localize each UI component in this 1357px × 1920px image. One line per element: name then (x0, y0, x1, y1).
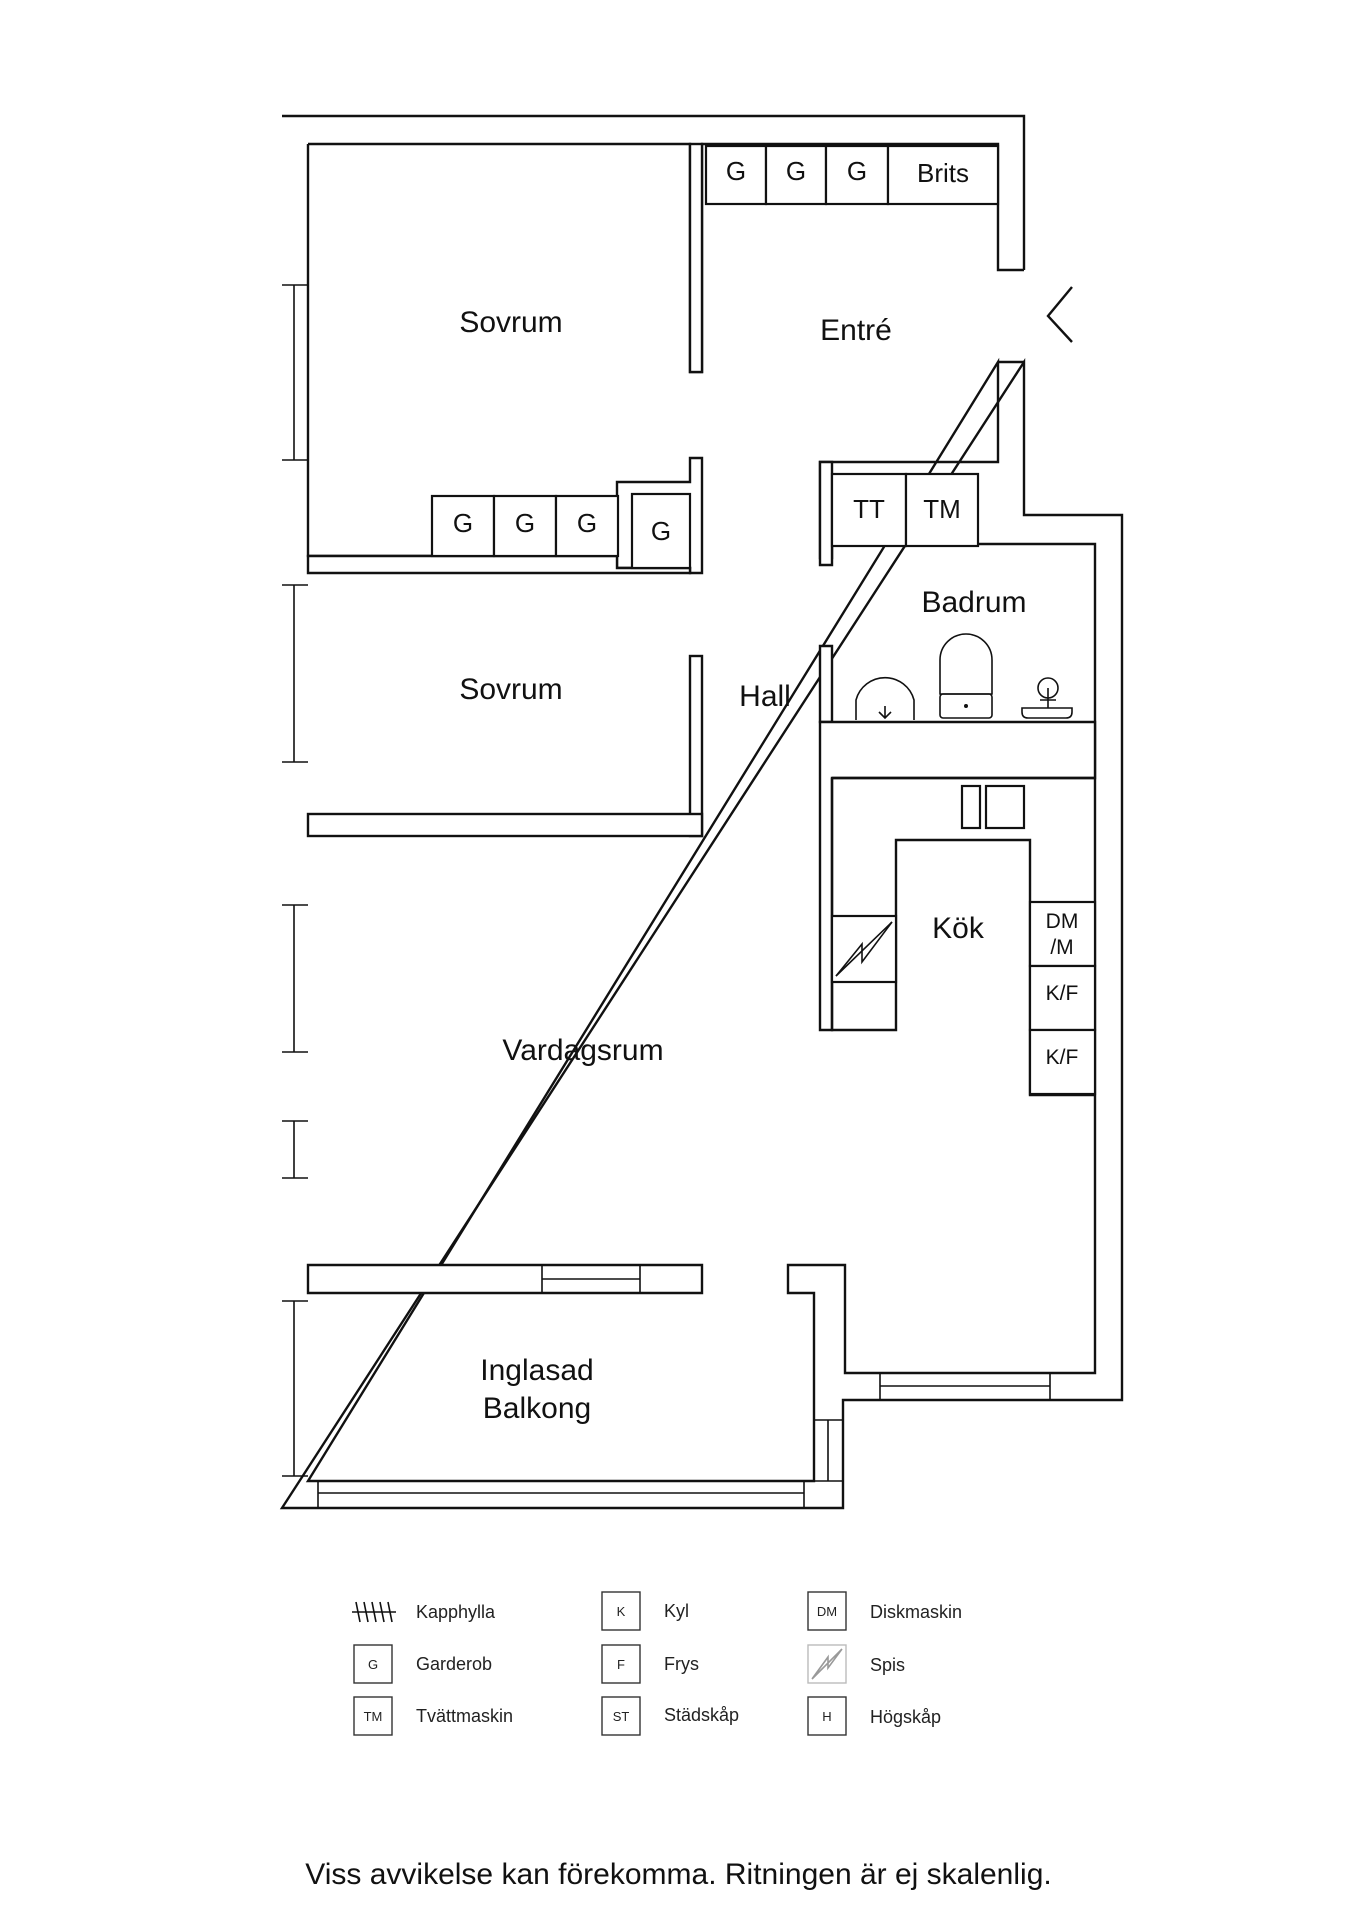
legend-label: Garderob (416, 1654, 492, 1674)
room-label-entre: Entré (820, 314, 892, 347)
stove-icon (835, 921, 893, 977)
legend-label: Städskåp (664, 1705, 739, 1725)
legend-item-kyl: K Kyl (601, 1591, 689, 1631)
dishwasher-label: DM (1046, 910, 1079, 933)
legend-code: DM (817, 1604, 837, 1619)
legend-code: ST (613, 1709, 630, 1724)
legend-item-garderob: G Garderob (353, 1644, 492, 1684)
stove-icon (811, 1648, 843, 1680)
room-labels: Sovrum Entré Sovrum Hall Badrum Kök Vard… (459, 306, 1026, 1425)
legend-label: Diskmaskin (870, 1602, 962, 1622)
coat-rack-icon (352, 1601, 396, 1623)
legend-label: Högskåp (870, 1707, 941, 1727)
wardrobe-label: G (726, 156, 746, 186)
legend-code: F (617, 1657, 625, 1672)
disclaimer-text: Viss avvikelse kan förekomma. Ritningen … (305, 1858, 1052, 1891)
legend-label: Spis (870, 1655, 905, 1675)
legend-item-tvattmaskin: TM Tvättmaskin (353, 1696, 513, 1736)
room-label-sovrum-top: Sovrum (459, 306, 562, 339)
legend-code: G (368, 1657, 378, 1672)
legend-code: K (617, 1604, 626, 1619)
bedroom-wardrobes (430, 492, 692, 570)
room-label-badrum: Badrum (921, 586, 1026, 619)
room-label-vardagsrum: Vardagsrum (502, 1034, 663, 1067)
legend-code: H (822, 1709, 831, 1724)
entrance-wardrobe-labels: G G G Brits (726, 156, 969, 188)
legend-label: Tvättmaskin (416, 1706, 513, 1726)
room-label-sovrum-mid: Sovrum (459, 673, 562, 706)
legend-label: Frys (664, 1654, 699, 1674)
legend-item-stadskap: ST Städskåp (601, 1696, 739, 1736)
wardrobe-label: G (515, 508, 535, 538)
balcony-windows (317, 1373, 1051, 1508)
legend-label: Kyl (664, 1601, 689, 1621)
bedroom-wardrobe-labels: G G G G (453, 508, 671, 546)
legend-item-kapphylla: Kapphylla (352, 1601, 496, 1623)
sink-icon (1021, 707, 1073, 719)
legend-code: TM (364, 1709, 383, 1724)
entrance-wardrobes (704, 144, 1000, 206)
legend-item-frys: F Frys (601, 1644, 699, 1684)
washer-label: TM (923, 494, 961, 524)
brits-label: Brits (917, 158, 969, 188)
bathroom-fixtures (832, 633, 1095, 723)
wardrobe-label: G (847, 156, 867, 186)
room-label-balkong-2: Balkong (483, 1392, 591, 1425)
wardrobe-label: G (577, 508, 597, 538)
entrance-door-icon (1046, 286, 1073, 343)
kitchen-units: DM /M K/F K/F (830, 784, 1097, 1096)
wardrobe-label: G (786, 156, 806, 186)
room-label-hall: Hall (739, 680, 791, 713)
legend-item-spis: Spis (807, 1644, 905, 1684)
room-label-balkong-1: Inglasad (480, 1354, 593, 1387)
room-label-kok: Kök (932, 912, 985, 945)
fridge-freezer-label: K/F (1046, 982, 1079, 1005)
laundry-units: TT TM (830, 472, 980, 548)
fridge-freezer-label: K/F (1046, 1046, 1079, 1069)
legend-label: Kapphylla (416, 1602, 496, 1622)
shower-icon (855, 676, 915, 720)
legend: Kapphylla G Garderob TM Tvättmaskin K Ky… (352, 1591, 962, 1736)
wardrobe-label: G (651, 516, 671, 546)
legend-item-diskmaskin: DM Diskmaskin (807, 1591, 962, 1631)
wardrobe-label: G (453, 508, 473, 538)
dryer-label: TT (853, 494, 885, 524)
dishwasher-label-2: /M (1050, 936, 1073, 959)
left-windows (282, 284, 308, 1477)
legend-item-hogskap: H Högskåp (807, 1696, 941, 1736)
